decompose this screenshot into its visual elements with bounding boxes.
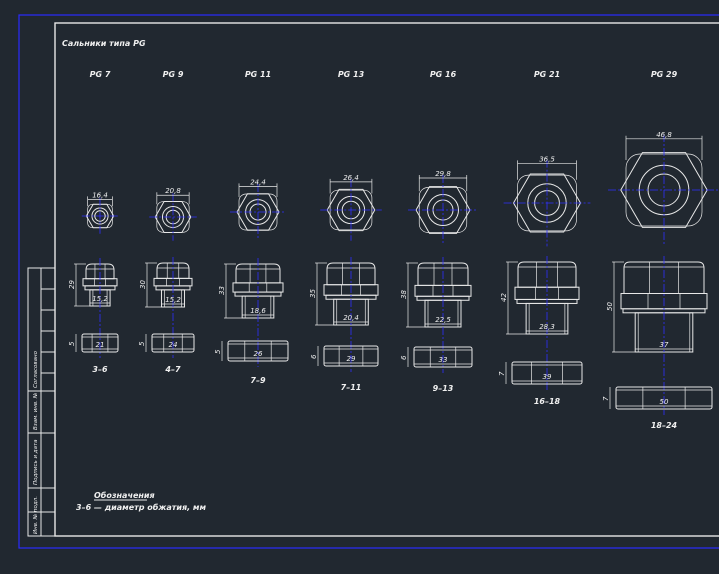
nut-w-dim-value: 33	[439, 356, 448, 364]
top-bore	[94, 210, 106, 222]
side-cap	[326, 262, 376, 286]
side-cap	[156, 262, 190, 279]
side-cap	[235, 263, 281, 284]
thread-dim-value: 28,3	[539, 323, 555, 331]
nut-w-dim-value: 26	[254, 350, 263, 358]
side-cap	[623, 261, 705, 294]
hex-outline	[620, 152, 708, 228]
top-dim-value: 36,5	[539, 155, 555, 163]
thread-dim-value: 22,5	[435, 316, 451, 324]
locknut	[615, 386, 713, 410]
locknut	[323, 345, 379, 367]
height-dim-value: 29	[68, 280, 76, 289]
height-dim-value: 33	[218, 286, 226, 295]
range-label: 3–6	[92, 365, 108, 374]
range-label: 7–11	[341, 383, 362, 392]
gland-label: PG 11	[245, 70, 271, 79]
nut-w-dim-value: 21	[96, 341, 105, 349]
nut-h-dim-value: 7	[602, 396, 610, 401]
thread-dim-value: 37	[660, 341, 669, 349]
side-cap	[517, 261, 577, 288]
locknut	[511, 361, 583, 385]
height-dim-value: 38	[400, 290, 408, 299]
top-dim-value: 26,4	[343, 174, 359, 182]
range-label: 9–13	[433, 384, 454, 393]
height-dim-value: 50	[606, 302, 614, 311]
nut-w-dim-value: 50	[660, 398, 669, 406]
nut-w-dim-value: 39	[543, 373, 552, 381]
hex-outline	[512, 173, 582, 233]
range-label: 18–24	[651, 421, 678, 430]
top-dim-value: 16,4	[92, 191, 108, 199]
gland-label: PG 21	[534, 70, 560, 79]
height-dim-value: 30	[139, 280, 147, 289]
outer-frame	[18, 14, 719, 549]
top-dim-value: 24,4	[250, 178, 266, 186]
thread-dim-value: 18,6	[250, 307, 266, 315]
range-label: 7–9	[250, 376, 266, 385]
thread-dim-value: 20,4	[343, 314, 359, 322]
stamp-inventory: Инв. № подл.	[33, 496, 39, 534]
gland-label: PG 9	[163, 70, 184, 79]
legend-text: 3–6 — диаметр обжатия, мм	[76, 502, 206, 512]
height-dim-value: 42	[500, 293, 508, 302]
height-dim-value: 35	[309, 289, 317, 298]
gland-label: PG 13	[338, 70, 365, 79]
nut-h-dim-value: 5	[68, 341, 76, 346]
nut-h-dim-value: 6	[400, 355, 408, 360]
gland-label: PG 7	[90, 70, 111, 79]
legend-heading: Обозначения	[94, 490, 155, 500]
inner-frame	[54, 22, 719, 537]
nut-h-dim-value: 6	[310, 354, 318, 359]
thread-dim-value: 15,2	[165, 296, 181, 304]
locknut	[227, 340, 289, 362]
gland-label: PG 16	[430, 70, 457, 79]
nut-w-dim-value: 29	[347, 355, 356, 363]
stamp-signature: Подпись и дата	[33, 439, 39, 485]
locknut	[151, 333, 195, 353]
top-dim-value: 20,8	[165, 187, 181, 195]
stamp-replace: Взам. инв. №	[33, 392, 39, 430]
gland-label: PG 29	[651, 70, 678, 79]
legend: Обозначения 3–6 — диаметр обжатия, мм	[76, 490, 206, 512]
nut-w-dim-value: 24	[169, 341, 178, 349]
stamp-agreed: Согласовано	[33, 350, 39, 388]
side-stamp: Согласовано Взам. инв. № Подпись и дата …	[27, 267, 56, 537]
range-label: 4–7	[164, 365, 181, 374]
top-dim-value: 46,8	[656, 131, 672, 139]
glands-group: PG 7 16,4 29 15,2 5 21 3–6 PG 9 20,8 30 15,2 5 24 4–7…	[68, 70, 719, 430]
side-cap	[85, 263, 115, 280]
drawing-title: Сальники типа PG	[62, 39, 146, 48]
side-cap	[417, 262, 469, 286]
thread-dim-value: 15,2	[92, 295, 108, 303]
range-label: 16–18	[534, 397, 561, 406]
top-dim-value: 29,8	[435, 170, 451, 178]
nut-h-dim-value: 7	[498, 371, 506, 376]
nut-h-dim-value: 5	[138, 341, 146, 346]
locknut	[413, 346, 473, 368]
locknut	[81, 333, 119, 353]
nut-h-dim-value: 5	[214, 349, 222, 354]
